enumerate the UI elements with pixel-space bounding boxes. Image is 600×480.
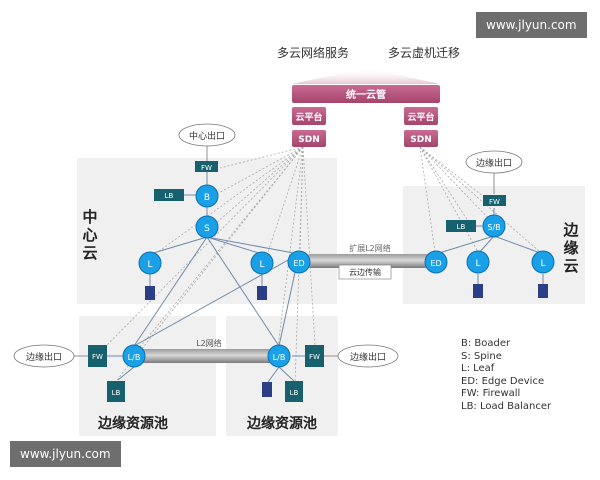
watermark-top: www.jlyun.com: [476, 12, 587, 38]
edge-spine-border-node: [482, 214, 506, 238]
center-spine-label: S: [204, 224, 210, 234]
right-pool-leaf-border-label: L/B: [273, 353, 286, 362]
center-edge-device-label: ED: [293, 259, 304, 268]
center-cloud-char-2: 心: [82, 226, 97, 244]
left-pool-leaf-border: [122, 344, 146, 368]
sdn-right-label: SDN: [410, 135, 432, 145]
edge-lb: [446, 220, 476, 232]
legend-item: S: Spine: [461, 351, 502, 362]
center-exit-cloud: 中心出口: [178, 123, 236, 161]
edge-pool-region-left: [79, 316, 216, 436]
center-spine-node: [195, 215, 219, 239]
edge-server-2: [538, 284, 548, 298]
edge-leaf-1-label: L: [475, 259, 480, 269]
edge-pool-region-right: [226, 316, 338, 436]
center-fw-label: FW: [201, 164, 212, 172]
right-pool-lb: [285, 381, 303, 402]
l2-network-label: L2网络: [196, 338, 222, 348]
edge-server-1: [473, 284, 483, 298]
legend-item: FW: Firewall: [461, 388, 520, 399]
left-pool-lb: [107, 381, 125, 402]
edge-pool-title-left: 边缘资源池: [97, 415, 168, 432]
legend-item: B: Boader: [461, 338, 511, 349]
edge-edge-device-label: ED: [430, 259, 441, 268]
center-fw: [195, 161, 218, 172]
edge-lb-label: LB: [457, 223, 466, 231]
left-pool-leaf-border-label: L/B: [128, 353, 141, 362]
topology-lines: [107, 172, 544, 383]
right-pool-server: [262, 382, 272, 397]
cloud-platform-right-label: 云平台: [407, 111, 434, 123]
left-pool-fw-label: FW: [92, 353, 103, 361]
right-pool-lb-label: LB: [290, 389, 299, 397]
center-cloud-char-1: 中: [82, 208, 97, 226]
unified-management-label: 统一云管: [346, 88, 386, 101]
edge-pool-title-right: 边缘资源池: [246, 415, 317, 432]
center-exit-label: 中心出口: [189, 130, 225, 142]
center-leaf-2: [250, 251, 274, 275]
edge-edge-device: [424, 250, 448, 274]
center-lb-label: LB: [165, 192, 174, 200]
edge-cloud-exit-cloud: 边缘出口: [465, 150, 523, 194]
left-pool-lb-label: LB: [112, 389, 121, 397]
center-lb: [154, 189, 184, 201]
extend-l2-label: 扩展L2网络: [349, 243, 391, 253]
cloud-platform-right: [404, 107, 438, 125]
sdn-right: [404, 130, 438, 147]
service-multi-cloud-network: 多云网络服务: [277, 45, 349, 60]
sdn-left-label: SDN: [298, 135, 320, 145]
center-leaf-2-label: L: [259, 260, 264, 270]
cloud-platform-left-label: 云平台: [295, 111, 322, 123]
cloud-edge-label-box: [338, 264, 392, 280]
unified-management-bar: [292, 85, 440, 103]
right-pool-exit-label: 边缘出口: [350, 351, 386, 363]
center-cloud-title: 中 心 云: [82, 208, 97, 262]
center-border-node: [195, 184, 219, 208]
edge-leaf-2-label: L: [540, 259, 545, 269]
edge-leaf-2: [531, 250, 555, 274]
left-pool-fw: [88, 345, 107, 367]
legend-item: L: Leaf: [461, 363, 495, 374]
legend: B: Boader S: Spine L: Leaf ED: Edge Devi…: [461, 338, 552, 412]
service-arrow-backdrop: [292, 68, 440, 84]
edge-spine-border-label: S/B: [487, 223, 500, 232]
right-pool-exit-cloud: 边缘出口: [323, 344, 399, 368]
center-cloud-char-3: 云: [82, 244, 97, 262]
edge-leaf-1: [466, 250, 490, 274]
edge-cloud-char-2: 缘: [563, 239, 578, 257]
cloud-platform-left: [292, 107, 326, 125]
edge-cloud-title: 边 缘 云: [562, 221, 579, 275]
edge-cloud-exit-label: 边缘出口: [476, 157, 512, 169]
center-server-2: [257, 286, 267, 300]
cloud-edge-label: 云边传输: [349, 267, 381, 277]
left-pool-exit-label: 边缘出口: [26, 351, 62, 363]
edge-fw: [483, 195, 506, 206]
sdn-left: [292, 130, 326, 147]
right-pool-fw: [305, 345, 324, 367]
legend-item: ED: Edge Device: [461, 376, 544, 387]
service-vm-migration: 多云虚机迁移: [388, 46, 460, 60]
right-pool-leaf-border: [267, 344, 291, 368]
l2-tube: [137, 349, 283, 363]
right-pool-fw-label: FW: [309, 353, 320, 361]
center-border-label: B: [204, 193, 210, 203]
legend-item: LB: Load Balancer: [461, 401, 552, 412]
center-edge-device: [287, 250, 311, 274]
center-leaf-1: [138, 251, 162, 275]
center-server-1: [145, 286, 155, 300]
center-leaf-1-label: L: [147, 260, 152, 270]
edge-cloud-char-1: 边: [562, 221, 579, 239]
watermark-bottom: www.jlyun.com: [10, 441, 121, 467]
left-pool-exit-cloud: 边缘出口: [13, 344, 88, 368]
edge-cloud-char-3: 云: [563, 257, 578, 275]
edge-fw-label: FW: [489, 198, 500, 206]
management-dashed-lines: [101, 146, 541, 386]
